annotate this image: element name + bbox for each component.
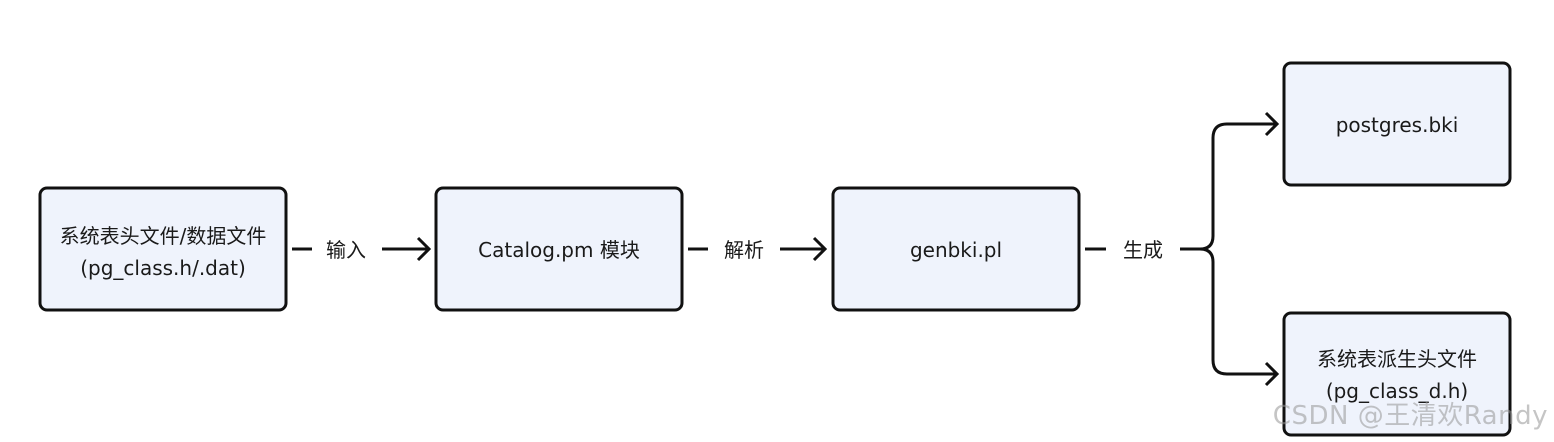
edge-parse: 解析 (688, 236, 828, 262)
node-genbki: genbki.pl (831, 186, 1081, 312)
node-header-files-line2: (pg_class.h/.dat) (80, 256, 246, 280)
edge-generate-label: 生成 (1123, 238, 1163, 262)
edge-input-arrowhead (416, 236, 432, 262)
node-header-files: 系统表头文件/数据文件 (pg_class.h/.dat) (38, 186, 288, 312)
node-header-files-line1: 系统表头文件/数据文件 (60, 224, 267, 248)
node-genbki-label: genbki.pl (910, 238, 1002, 262)
node-postgres-bki: postgres.bki (1282, 61, 1512, 187)
edge-parse-arrowhead (812, 236, 828, 262)
edge-generate-arrowhead-top (1264, 111, 1280, 137)
edge-parse-label: 解析 (724, 238, 764, 262)
node-genbki-box (831, 186, 1081, 312)
edge-generate: 生成 (1085, 111, 1280, 387)
node-catalog-pm: Catalog.pm 模块 (434, 186, 684, 312)
node-derived-header-line2: (pg_class_d.h) (1326, 379, 1468, 403)
node-derived-header-line1: 系统表派生头文件 (1317, 347, 1477, 371)
node-catalog-pm-box (434, 186, 684, 312)
edge-generate-arrowhead-bottom (1264, 361, 1280, 387)
node-postgres-bki-box (1282, 61, 1512, 187)
node-postgres-bki-label: postgres.bki (1336, 113, 1459, 137)
edge-input-label: 输入 (326, 238, 366, 262)
node-derived-header-box (1282, 311, 1512, 437)
node-derived-header: 系统表派生头文件 (pg_class_d.h) (1282, 311, 1512, 437)
watermark-text: CSDN @王清欢Randy (1272, 401, 1548, 431)
edge-input: 输入 (292, 236, 432, 262)
edge-generate-branch (1180, 122, 1276, 376)
node-header-files-box (38, 186, 288, 312)
node-catalog-pm-label: Catalog.pm 模块 (478, 238, 640, 262)
